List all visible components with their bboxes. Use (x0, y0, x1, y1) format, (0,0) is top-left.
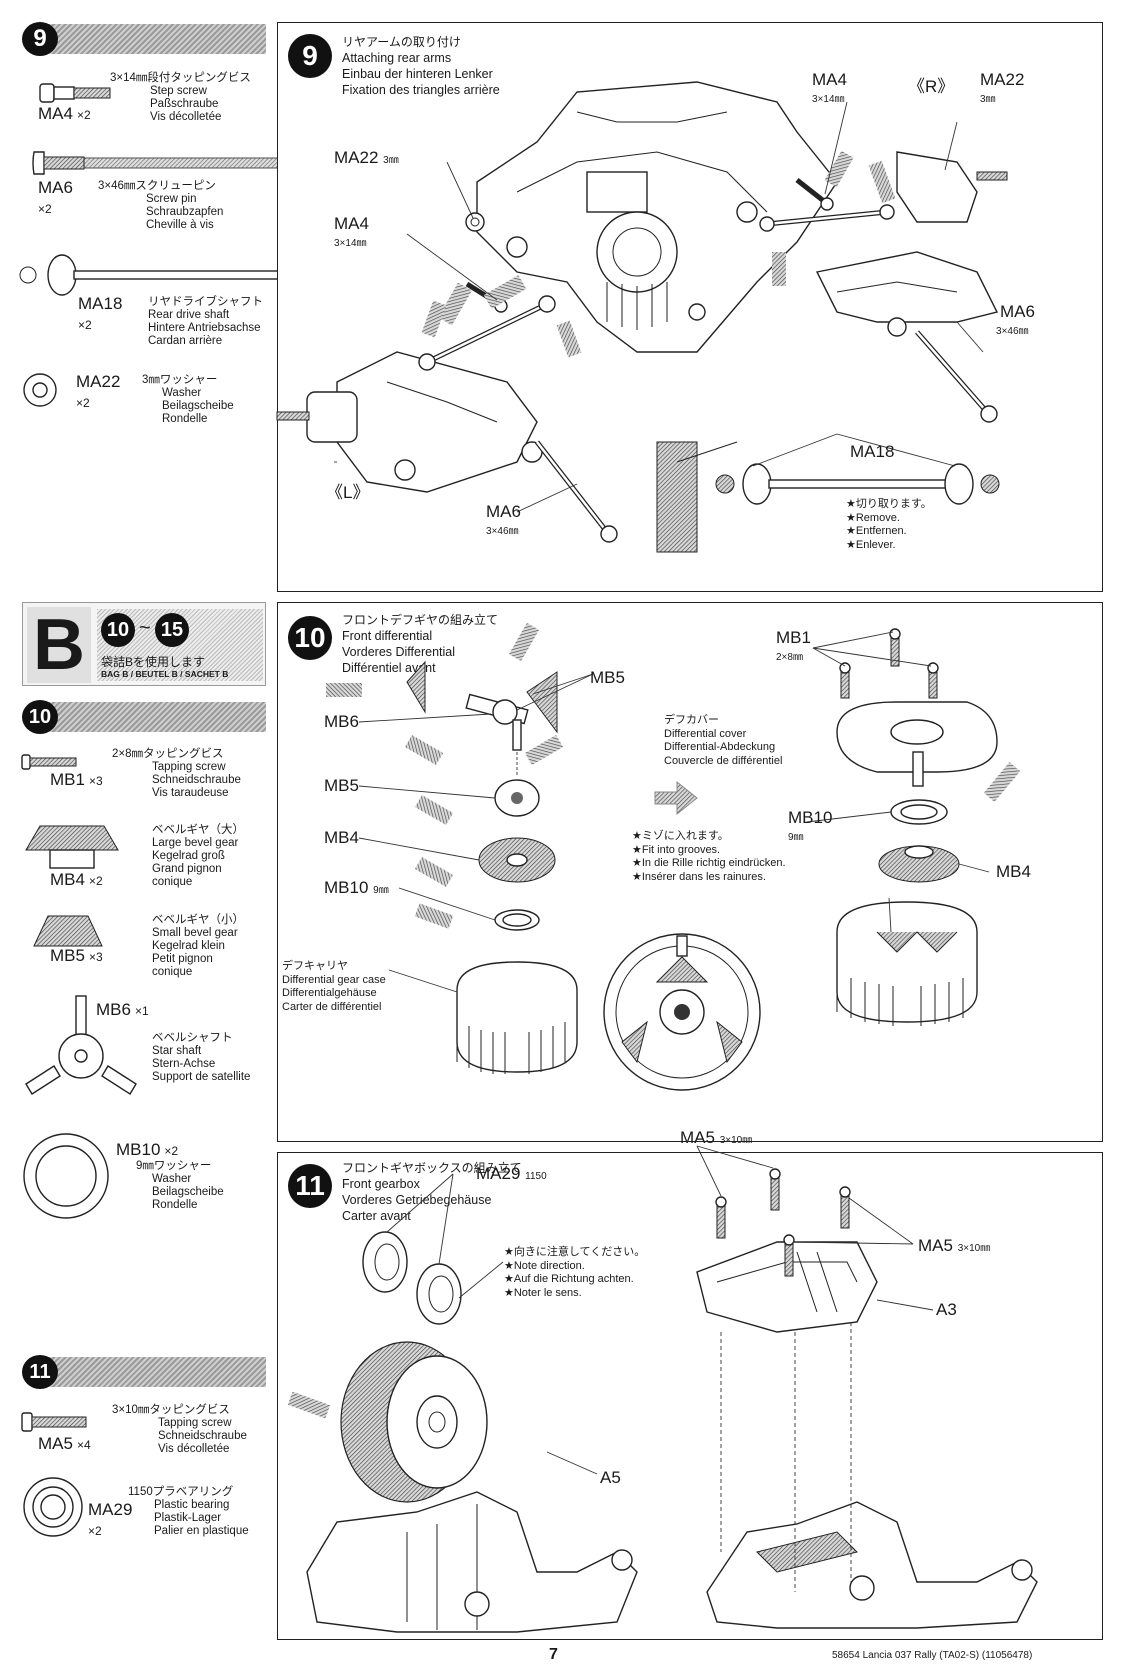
label-ma4-left: MA4 (334, 214, 369, 233)
part-ma5: MA5×4 (38, 1434, 91, 1453)
part-ma18-desc: リヤドライブシャフト Rear drive shaft Hintere Antr… (148, 296, 263, 347)
label-ma4-right-size: 3×14㎜ (812, 94, 845, 105)
bag-range-to: 15 (155, 613, 189, 647)
part-mb10: MB10×2 (116, 1140, 179, 1159)
label-ma5-top: MA5 3×10㎜ (680, 1128, 753, 1147)
panel-9-title: リヤアームの取り付け Attaching rear arms Einbau de… (342, 35, 500, 97)
page-number: 7 (549, 1646, 558, 1663)
label-mb5: MB5 (324, 776, 359, 795)
part-ma29: MA29×2 (88, 1500, 133, 1538)
panel-10-number: 10 (288, 616, 332, 660)
bag-jp-label: 袋詰Bを使用します (101, 655, 206, 669)
part-ma22: MA22×2 (76, 372, 121, 410)
label-mb1: MB1 (776, 628, 811, 647)
step-10-number: 10 (22, 700, 58, 734)
part-mb4-desc: ベベルギヤ（大） Large bevel gear Kegelrad groß … (152, 824, 244, 888)
star-shaft-icon (25, 995, 137, 1095)
part-mb5-desc: ベベルギヤ（小） Small bevel gear Kegelrad klein… (152, 914, 244, 978)
step-screw-icon (39, 83, 111, 103)
panel-11-title: フロントギヤボックスの組み立て Front gearbox Vorderes G… (342, 1161, 522, 1223)
product-code: 58654 Lancia 037 Rally (TA02-S) (1105647… (832, 1650, 1033, 1661)
label-mb4: MB4 (324, 828, 359, 847)
label-ma22-right-size: 3㎜ (980, 94, 996, 105)
part-ma4-desc: 3×14㎜段付タッピングビス Step screw Paßschraube Vi… (110, 72, 251, 123)
label-mb4-right: MB4 (996, 862, 1031, 881)
panel-11-number: 11 (288, 1164, 332, 1208)
label-ma5-right: MA5 3×10㎜ (918, 1236, 991, 1255)
label-l-side: 《L》 (326, 483, 370, 502)
bag-b-box: B 10 ~ 15 袋詰Bを使用します BAG B / BEUTEL B / S… (22, 602, 266, 686)
label-ma18: MA18 (850, 442, 895, 461)
part-ma6-desc: 3×46㎜スクリューピン Screw pin Schraubzapfen Che… (98, 180, 224, 231)
part-ma18: MA18×2 (78, 294, 123, 332)
direction-note: ★向きに注意してください。 ★Note direction. ★Auf die … (504, 1246, 646, 1299)
plastic-bearing-icon (23, 1477, 83, 1537)
label-mb1-size: 2×8㎜ (776, 652, 803, 663)
bag-letter: B (27, 607, 91, 683)
label-ma22-left: MA22 3㎜ (334, 148, 399, 167)
part-ma5-desc: 3×10㎜タッピングビス Tapping screw Schneidschrau… (112, 1404, 247, 1455)
bag-range-from: 10 (101, 613, 135, 647)
part-ma4: MA4×2 (38, 104, 91, 123)
label-ma6-left: MA6 (486, 502, 521, 521)
label-ma6-right-size: 3×46㎜ (996, 326, 1029, 337)
step-9-number: 9 (22, 22, 58, 56)
label-ma4-right: MA4 (812, 70, 847, 89)
part-mb1-desc: 2×8㎜タッピングビス Tapping screw Schneidschraub… (112, 748, 241, 799)
remove-note: ★切り取ります。 ★Remove. ★Entfernen. ★Enlever. (846, 498, 932, 551)
tapping-screw-ma5-icon (21, 1412, 87, 1432)
part-mb4: MB4×2 (50, 870, 103, 889)
panel-10-title: フロントデフギヤの組み立て Front differential Vordere… (342, 613, 499, 675)
front-gearbox-diagram (287, 1145, 1038, 1633)
step-9-header: 9 (22, 22, 266, 56)
part-mb1: MB1×3 (50, 770, 103, 789)
small-bevel-gear-icon (33, 915, 103, 947)
label-ma6-left-size: 3×46㎜ (486, 526, 519, 537)
label-ma4-left-size: 3×14㎜ (334, 238, 367, 249)
part-ma6: MA6×2 (38, 178, 73, 216)
part-mb10-desc: 9㎜ワッシャー Washer Beilagscheibe Rondelle (136, 1160, 224, 1211)
label-ma6-right: MA6 (1000, 302, 1035, 321)
large-washer-icon (23, 1133, 109, 1219)
washer-icon (23, 373, 57, 407)
panel-9-number: 9 (288, 34, 332, 78)
large-bevel-gear-icon (25, 825, 119, 869)
part-mb5: MB5×3 (50, 946, 103, 965)
step-10-header: 10 (22, 700, 266, 734)
bag-label: BAG B / BEUTEL B / SACHET B (101, 669, 229, 679)
label-mb5-top: MB5 (590, 668, 625, 687)
rear-arms-assembly-diagram (276, 81, 1008, 553)
part-ma22-desc: 3㎜ワッシャー Washer Beilagscheibe Rondelle (142, 374, 234, 425)
front-differential-diagram (326, 622, 1021, 1091)
label-mb10-right-size: 9㎜ (788, 832, 804, 843)
label-r-side: 《R》 (908, 77, 955, 96)
label-a3: A3 (936, 1300, 957, 1319)
differential-case-label: デフキャリヤ Differential gear case Differenti… (282, 960, 386, 1013)
step-11-number: 11 (22, 1355, 58, 1389)
part-ma29-desc: 1150プラベアリング Plastic bearing Plastik-Lage… (128, 1486, 249, 1537)
groove-note: ★ミゾに入れます。 ★Fit into grooves. ★In die Ril… (632, 830, 786, 883)
part-mb6: MB6×1 (96, 1000, 149, 1019)
step-11-header: 11 (22, 1355, 266, 1389)
label-ma29: MA29 1150 (476, 1164, 547, 1183)
label-a5: A5 (600, 1468, 621, 1487)
label-ma22-right: MA22 (980, 70, 1025, 89)
label-mb6: MB6 (324, 712, 359, 731)
differential-cover-label: デフカバー Differential cover Differential-Ab… (664, 714, 783, 767)
label-mb10: MB10 9㎜ (324, 878, 389, 897)
label-mb10-right: MB10 (788, 808, 833, 827)
screw-pin-icon (32, 151, 285, 175)
part-mb6-desc: ベベルシャフト Star shaft Stern-Achse Support d… (152, 1032, 251, 1083)
tapping-screw-icon (21, 754, 77, 770)
